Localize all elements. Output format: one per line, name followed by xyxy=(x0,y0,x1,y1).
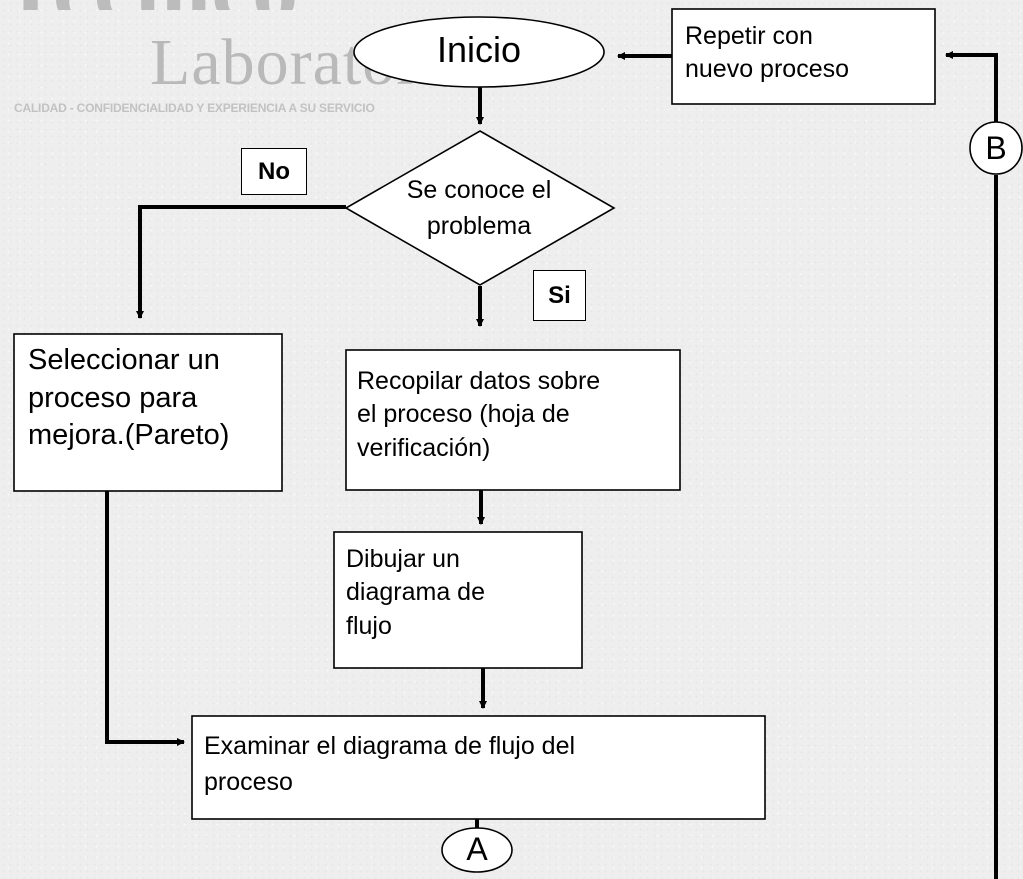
examine-label: Examinar el diagrama de flujo del proces… xyxy=(204,732,576,796)
repeat-label: Repetir con nuevo proceso xyxy=(685,22,850,83)
connector-b-circle xyxy=(969,121,1023,175)
edge-select-to-examine xyxy=(105,490,185,746)
decision-diamond xyxy=(344,130,616,286)
repeat-box xyxy=(671,8,936,105)
draw-flow-box xyxy=(333,531,583,669)
no-label: No xyxy=(241,148,307,195)
edge-b-to-repeat xyxy=(945,51,998,122)
connector-a-label: A xyxy=(466,831,488,867)
connector-lines xyxy=(105,51,998,879)
draw-flow-label: Dibujar un diagrama de flujo xyxy=(346,545,485,640)
decision-label: Se conoce el problema xyxy=(406,176,552,240)
watermark-tagline: CALIDAD - CONFIDENCIALIDAD Y EXPERIENCIA… xyxy=(14,101,375,115)
yes-label: Si xyxy=(533,270,586,321)
collect-data-box xyxy=(345,349,681,491)
edge-decision-to-select xyxy=(136,205,346,319)
connector-b-label: B xyxy=(985,130,1007,166)
connector-a-circle xyxy=(441,827,513,873)
start-label: Inicio xyxy=(436,29,522,70)
start-ellipse xyxy=(353,16,605,88)
collect-data-label: Recopilar datos sobre el proceso (hoja d… xyxy=(357,367,601,462)
watermark-logo-fragment: Tecnico xyxy=(0,0,560,10)
select-process-box xyxy=(13,333,283,492)
examine-box xyxy=(191,715,766,820)
select-process-label: Seleccionar un proceso para mejora.(Pare… xyxy=(28,344,230,452)
